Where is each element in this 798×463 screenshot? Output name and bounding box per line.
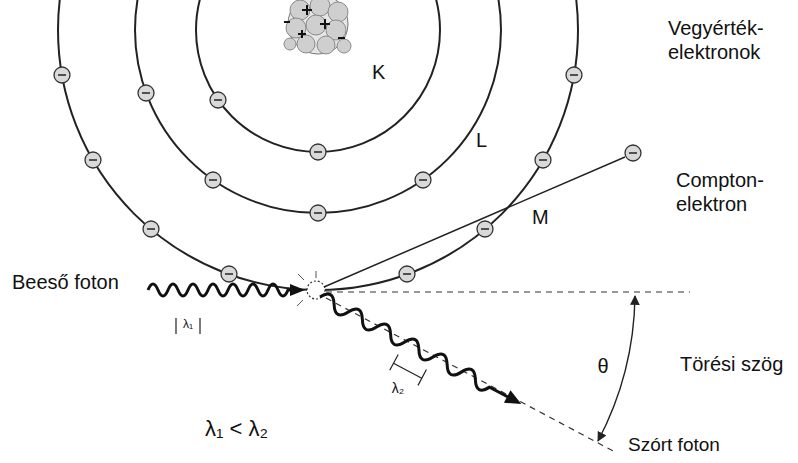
- compton-electron-track: [324, 157, 625, 287]
- angle-symbol: θ: [597, 354, 608, 378]
- electrons: [54, 67, 582, 282]
- nucleus: [284, 0, 351, 54]
- scattered-direction: [326, 298, 615, 452]
- scattered-photon-label: Szórt foton: [628, 434, 720, 457]
- nucleus-charges: [284, 5, 345, 38]
- lambda1-dimension: [176, 318, 200, 334]
- valence-electrons-label: Vegyérték- elektronok: [668, 16, 788, 64]
- scattered-photon-wave: [317, 291, 513, 404]
- compton-electron: [625, 145, 641, 161]
- incident-photon-wave: [148, 284, 292, 296]
- wavelength-label: λ₁: [183, 317, 193, 331]
- wavelength-label: λ₂: [392, 380, 404, 397]
- incident-photon-arrowhead: [290, 284, 305, 296]
- wavelength-relation: λ₁ < λ₂: [205, 416, 268, 442]
- electron-shells: [58, 0, 578, 290]
- scattering-angle-arc: [598, 296, 635, 441]
- incident-direction: [326, 291, 690, 292]
- shell-label: L: [476, 128, 487, 152]
- compton-electron-label: Compton- elektron: [676, 168, 794, 216]
- shell-label: K: [372, 60, 385, 84]
- shell-label: M: [532, 205, 549, 229]
- scattered-photon-arrowhead: [504, 390, 525, 410]
- incident-photon-label: Beeső foton: [12, 270, 124, 294]
- scattering-angle-label: Törési szög: [680, 352, 790, 376]
